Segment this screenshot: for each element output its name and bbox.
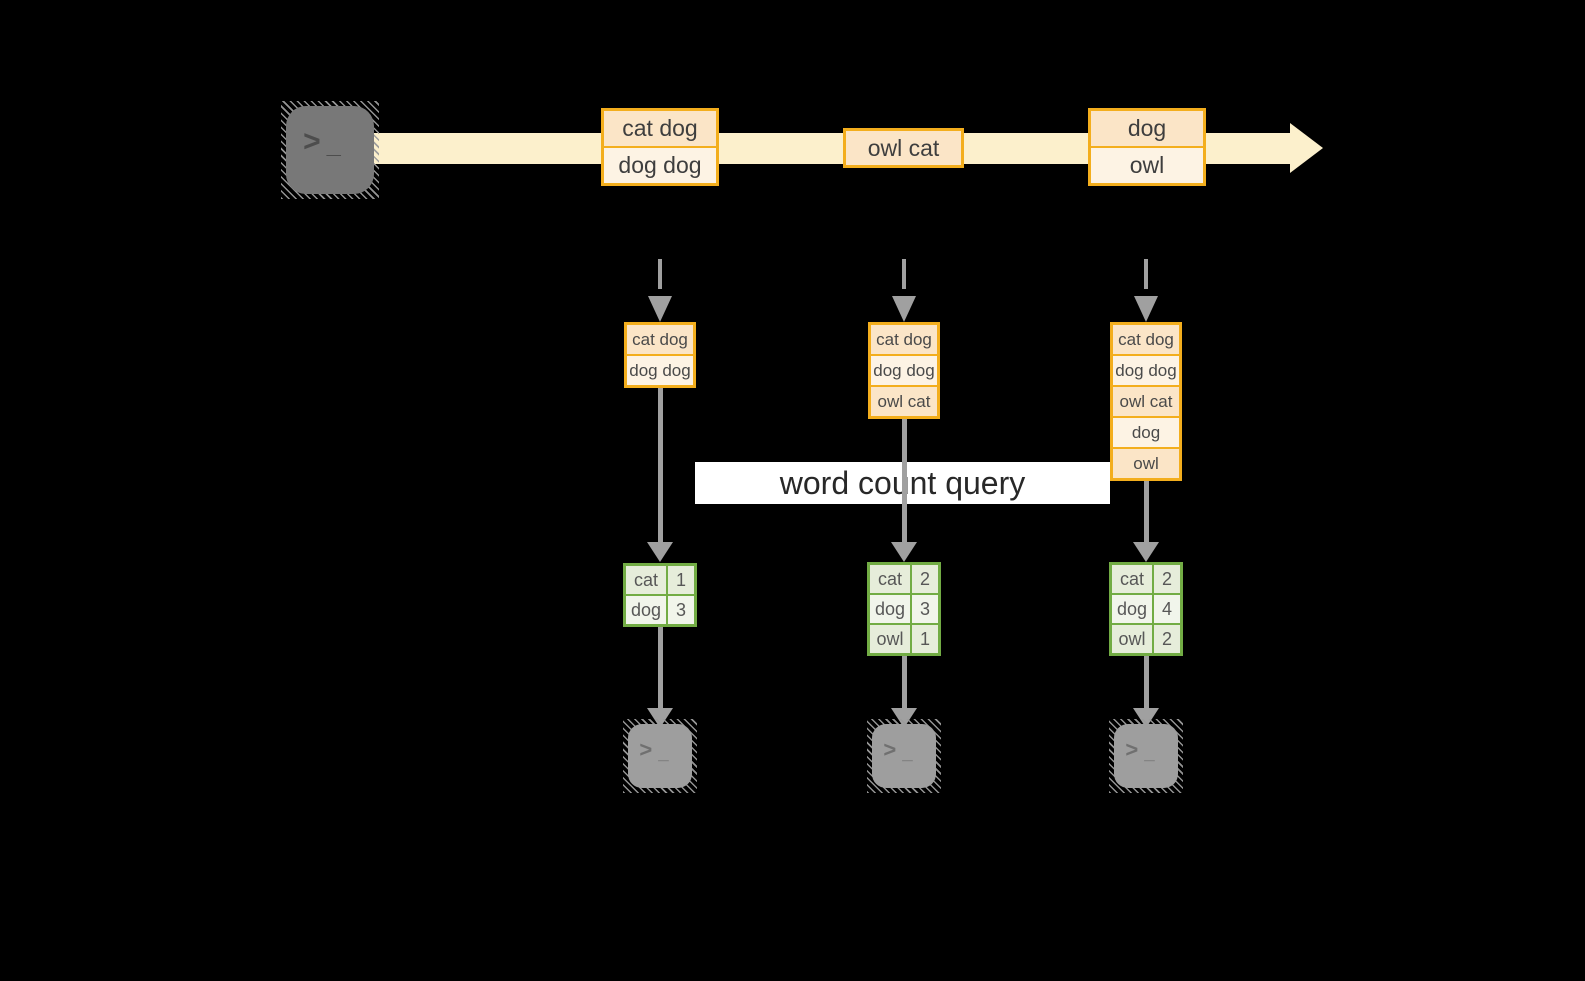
terminal-sink-body: >_ [1114, 724, 1178, 788]
window-row: cat dog [871, 325, 937, 354]
arrow-line [658, 627, 663, 708]
dashed-arrowhead-icon [892, 296, 916, 322]
terminal-prompt-icon: >_ [1125, 737, 1155, 763]
dashed-arrow-line [902, 259, 906, 289]
terminal-sink-icon-1: >_ [623, 719, 697, 793]
window-row: dog dog [871, 354, 937, 385]
terminal-sink-body: >_ [628, 724, 692, 788]
terminal-source-icon: >_ [281, 101, 379, 199]
count-word: owl [870, 625, 910, 653]
terminal-sink-icon-3: >_ [1109, 719, 1183, 793]
window-row: cat dog [1113, 325, 1179, 354]
stream-event-3: dog owl [1088, 108, 1206, 186]
stream-event-2: owl cat [843, 128, 964, 168]
count-word: dog [626, 596, 666, 624]
count-row: cat 2 [870, 565, 938, 593]
count-row: dog 3 [870, 595, 938, 623]
window-stack-1: cat dog dog dog [624, 322, 696, 388]
arrowhead-icon [891, 542, 917, 562]
arrow-line [902, 656, 907, 708]
terminal-prompt-icon: >_ [639, 737, 669, 763]
window-row: cat dog [627, 325, 693, 354]
terminal-prompt-icon: >_ [883, 737, 913, 763]
count-value: 3 [912, 595, 938, 623]
dashed-arrowhead-icon [648, 296, 672, 322]
window-stack-2: cat dog dog dog owl cat [868, 322, 940, 419]
stream-event-line: cat dog [604, 111, 716, 146]
window-row: owl [1113, 447, 1179, 478]
stream-event-line: dog dog [604, 146, 716, 183]
arrow-line [658, 388, 663, 542]
window-row: owl cat [871, 385, 937, 416]
stream-arrowhead-icon [1290, 123, 1323, 173]
terminal-sink-body: >_ [872, 724, 936, 788]
count-row: cat 2 [1112, 565, 1180, 593]
count-table-3: cat 2 dog 4 owl 2 [1109, 562, 1183, 656]
count-value: 4 [1154, 595, 1180, 623]
count-word: dog [870, 595, 910, 623]
count-value: 2 [912, 565, 938, 593]
arrow-line [902, 419, 907, 542]
count-word: owl [1112, 625, 1152, 653]
count-row: owl 2 [1112, 625, 1180, 653]
window-row: owl cat [1113, 385, 1179, 416]
count-value: 1 [912, 625, 938, 653]
arrow-line [1144, 656, 1149, 708]
count-word: cat [1112, 565, 1152, 593]
arrow-line [1144, 481, 1149, 542]
dashed-arrow-line [658, 259, 662, 289]
window-row: dog [1113, 416, 1179, 447]
count-row: cat 1 [626, 566, 694, 594]
count-word: cat [626, 566, 666, 594]
count-value: 2 [1154, 565, 1180, 593]
terminal-source-body: >_ [286, 106, 374, 194]
count-word: dog [1112, 595, 1152, 623]
window-row: dog dog [627, 354, 693, 385]
arrowhead-icon [647, 542, 673, 562]
count-word: cat [870, 565, 910, 593]
dashed-arrowhead-icon [1134, 296, 1158, 322]
count-value: 1 [668, 566, 694, 594]
window-stack-3: cat dog dog dog owl cat dog owl [1110, 322, 1182, 481]
stream-event-1: cat dog dog dog [601, 108, 719, 186]
arrowhead-icon [1133, 542, 1159, 562]
count-table-1: cat 1 dog 3 [623, 563, 697, 627]
count-value: 2 [1154, 625, 1180, 653]
count-row: owl 1 [870, 625, 938, 653]
count-row: dog 4 [1112, 595, 1180, 623]
stream-event-line: owl cat [846, 131, 961, 165]
count-value: 3 [668, 596, 694, 624]
stream-event-line: owl [1091, 146, 1203, 183]
terminal-prompt-icon: >_ [303, 125, 341, 159]
dashed-arrow-line [1144, 259, 1148, 289]
count-row: dog 3 [626, 596, 694, 624]
window-row: dog dog [1113, 354, 1179, 385]
stream-event-line: dog [1091, 111, 1203, 146]
terminal-sink-icon-2: >_ [867, 719, 941, 793]
count-table-2: cat 2 dog 3 owl 1 [867, 562, 941, 656]
